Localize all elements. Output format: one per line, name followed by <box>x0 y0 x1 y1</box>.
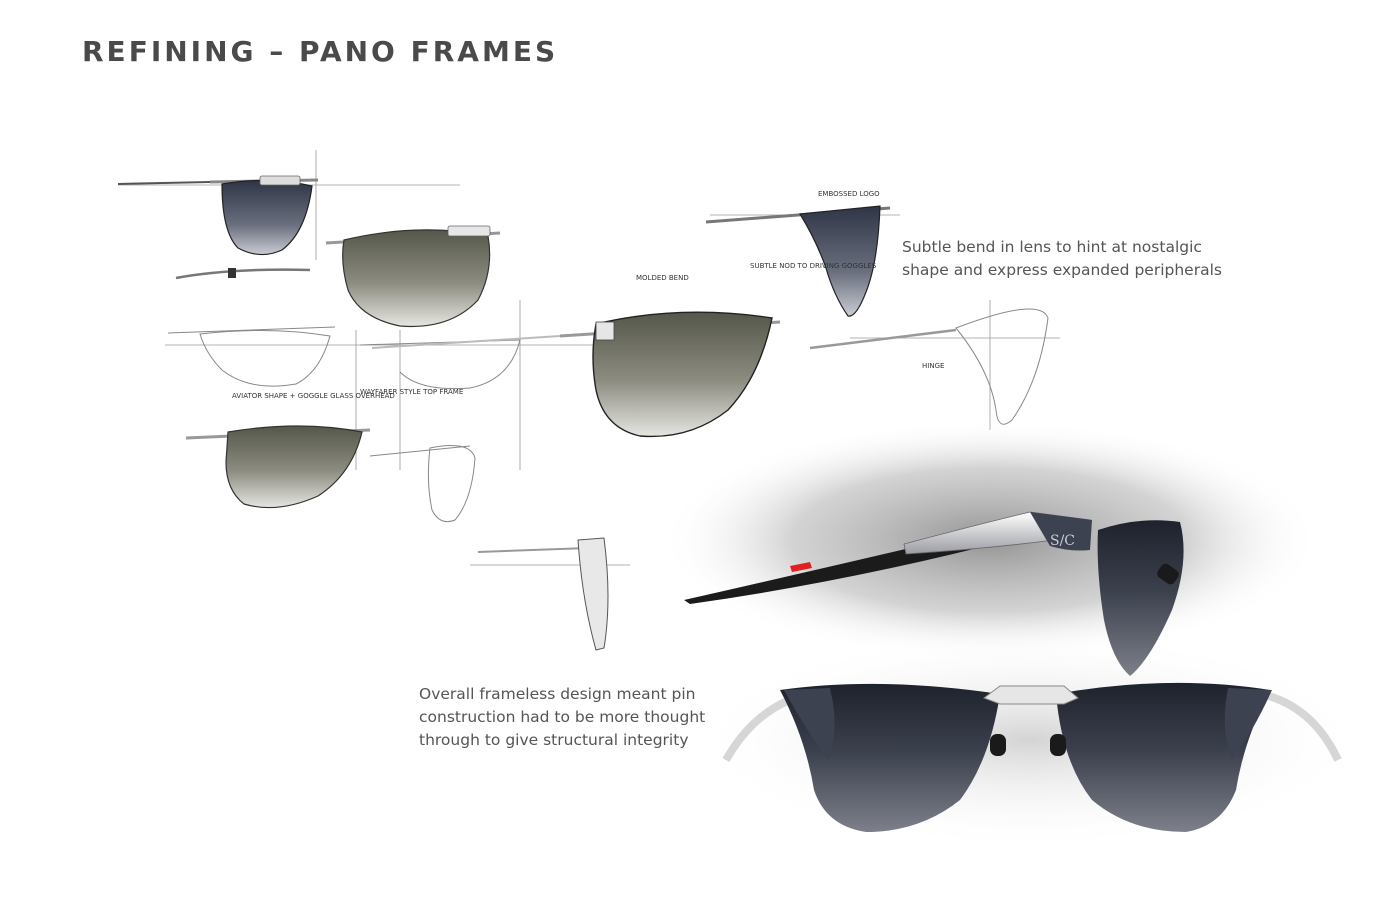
caption-line: shape and express expanded peripherals <box>902 261 1222 279</box>
logo-mark: S/C <box>1050 533 1075 549</box>
sketch-hinge-temple <box>809 308 1049 425</box>
render-side-view: S/C <box>684 511 1184 676</box>
sketch-side-profile <box>477 537 609 651</box>
caption-line: Overall frameless design meant pin <box>419 685 696 703</box>
render-front-view <box>722 682 1342 832</box>
sketch-outline-aviator <box>167 326 521 390</box>
sketch-aviator-lens <box>185 425 371 509</box>
sketch-embossed-logo-lens <box>705 205 891 317</box>
note-embossed-logo: EMBOSSED LOGO <box>818 190 880 198</box>
caption-frameless-design: Overall frameless design meant pin const… <box>419 683 705 752</box>
sketch-molded-bend-lens <box>371 311 781 438</box>
sketch-front-dark-lens <box>117 175 319 256</box>
note-wayfarer: WAYFARER STYLE TOP FRAME <box>360 388 463 396</box>
note-aviator: AVIATOR SHAPE + GOGGLE GLASS OVERHEAD <box>232 392 395 400</box>
note-hinge: HINGE <box>922 362 944 370</box>
render-shadow <box>690 630 1370 850</box>
caption-line: through to give structural integrity <box>419 731 689 749</box>
caption-line: construction had to be more thought <box>419 708 706 726</box>
sketch-olive-lens <box>325 225 501 328</box>
note-subtle-nod: SUBTLE NOD TO DRIVING GOGGLES <box>750 262 877 270</box>
sketch-annotations: EMBOSSED LOGO MOLDED BEND SUBTLE NOD TO … <box>232 190 944 400</box>
sketch-wayfarer-outline <box>369 445 476 523</box>
note-molded-bend: MOLDED BEND <box>636 274 689 282</box>
caption-lens-bend: Subtle bend in lens to hint at nostalgic… <box>902 236 1222 282</box>
caption-line: Subtle bend in lens to hint at nostalgic <box>902 238 1202 256</box>
sketch-temple-detail <box>175 268 311 280</box>
page-title: REFINING – PANO FRAMES <box>82 35 559 68</box>
